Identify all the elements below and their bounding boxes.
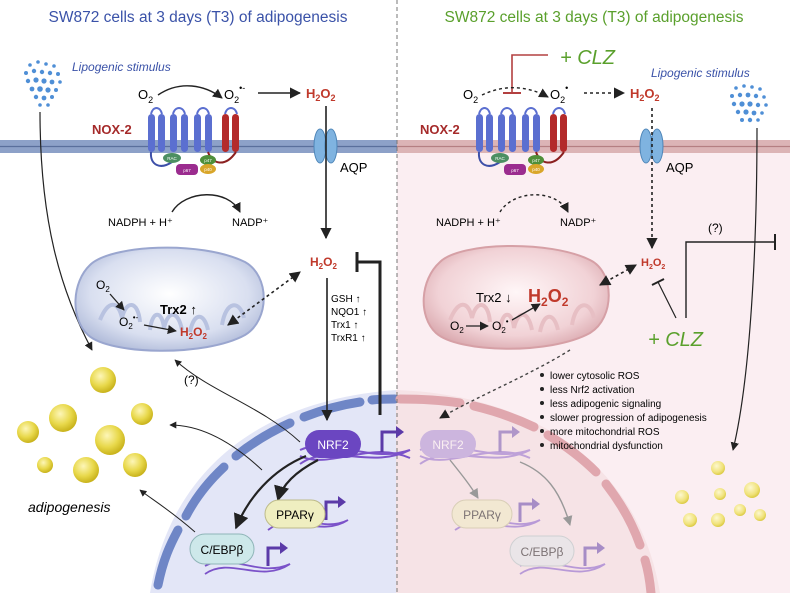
left-h2o2-top: H2O2 (306, 86, 336, 103)
stimulus-dots-left (24, 60, 62, 107)
mitochondrion-left (74, 246, 265, 352)
ppar-label-right: PPARγ (463, 508, 501, 522)
right-title: SW872 cells at 3 days (T3) of adipogenes… (445, 9, 744, 26)
trx2-right: Trx2 ↓ (476, 290, 512, 305)
mito-o2-left: O2 (96, 278, 110, 294)
h2o2-nrf2-link-left (357, 260, 382, 415)
mito-h2o2-right: H2O2 (528, 286, 569, 309)
svg-text:p47: p47 (204, 158, 212, 163)
cebp-label-left: C/EBPβ (201, 543, 244, 557)
nox2-complex-left: RAC p47 p67 p40 (148, 107, 239, 175)
mito-superoxide-left: O2•- (119, 313, 139, 331)
nrf2-label-left: NRF2 (317, 438, 349, 452)
mito-cyto-exchange-left (227, 271, 301, 326)
right-nox-label: NOX-2 (420, 122, 460, 137)
clz-effects-list: lower cytosolic ROS less Nrf2 activation… (540, 371, 707, 452)
left-title: SW872 cells at 3 days (T3) of adipogenes… (49, 9, 348, 26)
right-nadp: NADP⁺ (560, 217, 597, 229)
question-left: (?) (184, 373, 199, 387)
svg-text:p40: p40 (204, 167, 212, 172)
effect-2: less adipogenic signaling (550, 399, 661, 410)
target-nqo1: NQO1 ↑ (331, 307, 367, 318)
left-h2o2-cyto: H2O2 (310, 255, 337, 271)
svg-text:p47: p47 (532, 158, 540, 163)
nucleus-right (396, 390, 660, 593)
svg-text:p67: p67 (183, 168, 191, 173)
left-o2-arrow (157, 85, 223, 99)
effect-4: more mitochondrial ROS (550, 427, 660, 438)
left-stimulus-label: Lipogenic stimulus (72, 60, 171, 74)
right-nadph: NADPH + H⁺ (436, 217, 501, 229)
right-superoxide: O2• (550, 83, 568, 105)
lipid-droplets-left (17, 367, 153, 483)
mitochondrion-right (422, 244, 610, 350)
left-nadph-arrow (171, 194, 241, 213)
clz-top: + CLZ (560, 47, 616, 69)
left-nadp: NADP⁺ (232, 217, 269, 229)
target-trx1: Trx1 ↑ (331, 320, 358, 331)
ppar-left: PPARγ (264, 496, 349, 531)
nuclear-envelope-left (153, 394, 400, 590)
lipid-droplets-right (675, 461, 766, 527)
left-o2: O2 (138, 87, 153, 105)
nox2-complex-right: RAC p47 p67 p40 (476, 107, 567, 175)
ppar-right: PPARγ (451, 498, 541, 531)
cebp-right: C/EBPβ (509, 535, 606, 575)
svg-text:p67: p67 (511, 168, 519, 173)
effect-3: slower progression of adipogenesis (550, 413, 707, 424)
nrf2-label-right: NRF2 (432, 438, 464, 452)
effect-0: lower cytosolic ROS (550, 371, 640, 382)
effect-1: less Nrf2 activation (550, 385, 634, 396)
adipogenesis-label: adipogenesis (28, 499, 111, 515)
left-nadph: NADPH + H⁺ (108, 217, 173, 229)
mito-o2-right: O2 (450, 319, 464, 335)
right-h2o2-top: H2O2 (630, 86, 660, 103)
nrf2-target-list: GSH ↑ NQO1 ↑ Trx1 ↑ TrxR1 ↑ (331, 294, 367, 344)
target-gsh: GSH ↑ (331, 294, 360, 305)
left-nox-label: NOX-2 (92, 122, 132, 137)
ppar-label-left: PPARγ (276, 508, 314, 522)
right-aqp-label: AQP (666, 160, 693, 175)
effect-5: mitochondrial dysfunction (550, 441, 663, 452)
right-h2o2-cyto: H2O2 (641, 257, 665, 271)
right-stimulus-label: Lipogenic stimulus (651, 66, 750, 80)
svg-text:RAC: RAC (167, 156, 177, 161)
right-o2: O2 (463, 87, 478, 105)
svg-text:RAC: RAC (495, 156, 505, 161)
aqp-channel-right (639, 128, 664, 164)
nrf2-left: NRF2 (299, 426, 411, 465)
nrf2-right: NRF2 (419, 426, 531, 465)
mito-superoxide-right: O2• (492, 317, 509, 335)
clz-mid: + CLZ (648, 329, 704, 351)
stimulus-dots-right (730, 84, 768, 123)
mito-h2o2-left: H2O2 (180, 325, 207, 341)
nuclear-envelope-right (395, 394, 656, 593)
stimulus-arrow-right (730, 127, 758, 451)
left-aqp-label: AQP (340, 160, 367, 175)
cebp-left: C/EBPβ (189, 533, 291, 575)
target-trxr1: TrxR1 ↑ (331, 333, 366, 344)
left-superoxide: O2•- (224, 83, 245, 105)
question-right: (?) (708, 221, 723, 235)
trx2-left: Trx2 ↑ (160, 302, 197, 317)
cebp-label-right: C/EBPβ (521, 545, 564, 559)
svg-text:p40: p40 (532, 167, 540, 172)
